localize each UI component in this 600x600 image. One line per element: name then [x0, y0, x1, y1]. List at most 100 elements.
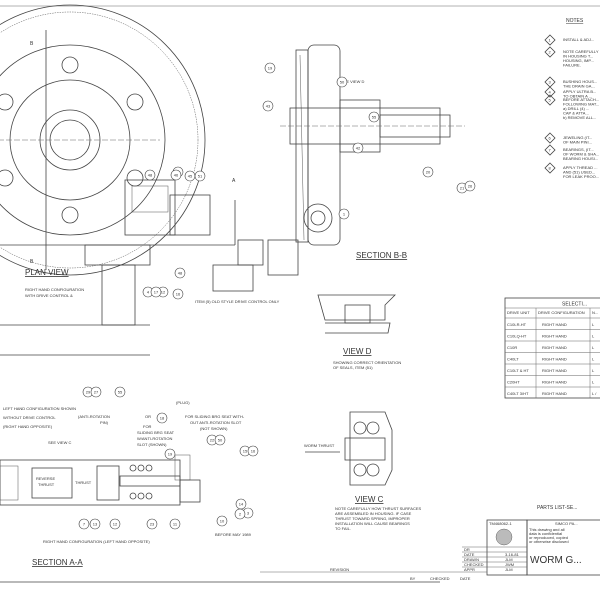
table-header: N...: [592, 310, 598, 315]
sliding-with-label: W/ANTI-ROTATION: [137, 436, 173, 441]
shaft-c: [344, 437, 386, 461]
hatch: [299, 54, 305, 241]
balloon-number: 55: [118, 389, 123, 394]
balloon-number: 17: [154, 289, 159, 294]
balloon-number: 16: [176, 291, 181, 296]
balloon-number: 23: [150, 521, 155, 526]
view-c-title: VIEW C: [355, 495, 384, 504]
table-cell: L: [592, 334, 595, 339]
table-cell: RIGHT HAND: [542, 368, 567, 373]
item-balloon: 51: [194, 170, 206, 182]
view-d-note: SHOWING CORRECT ORIENTATION: [333, 360, 401, 365]
note-text: OF WORM & SHA...: [563, 152, 599, 157]
seal-housing: [317, 294, 396, 321]
see-view-c-label: SEE VIEW C: [48, 440, 71, 445]
wheel-holes: [0, 56, 144, 224]
note-text: AND (51) USED...: [563, 170, 595, 175]
or-label: OR: [145, 414, 151, 419]
item-balloon: 22: [206, 434, 218, 446]
wheel-rim: [0, 44, 166, 236]
item-balloon: 12: [109, 518, 121, 530]
title-block: PARTS LIST-SE... TM468062-1 SIMCO PA... …: [260, 505, 600, 581]
logo-box: [486, 519, 528, 576]
bearing-pack: [96, 465, 120, 501]
drive-control-label: [131, 185, 169, 213]
sliding-with-label: SLIDING BRG SEAT: [137, 430, 175, 435]
table-cell: C20HT: [507, 380, 520, 385]
table-cell: RIGHT HAND: [542, 345, 567, 350]
item-balloon: 20: [422, 166, 434, 178]
sliding-with-label: FOR: [143, 424, 152, 429]
reverse-thrust-label: THRUST: [38, 482, 55, 487]
item-balloon: 2: [234, 508, 246, 520]
view-d: VIEW D SHOWING CORRECT ORIENTATION OF SE…: [317, 294, 401, 370]
table-cell: C10R: [507, 345, 517, 350]
balloon-number: 42: [356, 145, 361, 150]
spring-coils: [129, 464, 153, 500]
old-drive-control-head: [237, 239, 264, 266]
item-balloon: 26: [464, 180, 476, 192]
note-diamond-icon: [544, 144, 556, 156]
tb-label: DRAWN: [464, 557, 479, 562]
item-balloon: 27: [90, 386, 102, 398]
table-cell: RIGHT HAND: [542, 357, 567, 362]
item-balloon: 42: [352, 142, 364, 154]
title-block-row: DR: [462, 546, 527, 552]
item-balloon: 18: [156, 412, 168, 424]
sliding-with-label: SLOT (SHOWN): [137, 442, 167, 447]
plan-view: B B A PLAN VIEW RIGHT HAND CONFIGURATION…: [0, 4, 299, 356]
balloon-number: 48: [148, 172, 153, 177]
rev-header: DATE: [460, 576, 471, 581]
note-text: APPLY ULTRA B...: [563, 89, 596, 94]
table-cell: L: [592, 322, 595, 327]
balloon-number: 4: [147, 289, 150, 294]
sliding-without-label: OUT ANTI-ROTATION SLOT: [190, 420, 242, 425]
balloon-number: 2: [239, 511, 242, 516]
table-cell: RIGHT HAND: [542, 334, 567, 339]
note-diamond-icon: [544, 94, 556, 106]
balloon-number: 55: [372, 114, 377, 119]
item-balloon: 48: [174, 267, 186, 279]
balloon-number: 48: [178, 270, 183, 275]
balloon-number: 21: [460, 185, 465, 190]
table-cell: C10LT & HT: [507, 368, 529, 373]
balloon-number: 12: [161, 289, 166, 294]
note-text: INSTALL & ADJ...: [563, 37, 594, 42]
balloon-number: 46: [174, 172, 179, 177]
table-cell: L /: [592, 391, 597, 396]
balloon-number: 20: [426, 169, 431, 174]
item-balloon: 7: [78, 518, 90, 530]
tb-label: APPR: [464, 567, 475, 572]
table-header: DRIVE CONFIGURATION: [538, 310, 585, 315]
note-diamond-icon: [544, 86, 556, 98]
sliding-without-label: FOR SLIDING BRG SEAT WITH-: [185, 414, 245, 419]
hatched-end: [0, 465, 19, 501]
thrust-label: THRUST: [75, 480, 92, 485]
item-balloon: 15: [239, 445, 251, 457]
balloon-number: 13: [93, 521, 98, 526]
view-c-note: THRUST TOWARD SPRING, IMPROPER: [335, 516, 410, 521]
view-c-note: TO FAIL.: [335, 526, 351, 531]
view-c-note: ARE ASSEMBLED IN HOUSING. IF CASE: [335, 511, 412, 516]
lh-sub-label: (RIGHT HAND OPPOSITE): [3, 424, 53, 429]
section-aa: LEFT HAND CONFIGURATION SHOWN WITHOUT DR…: [0, 400, 252, 567]
worm-thrust-label: WORM THRUST: [304, 443, 335, 448]
cut-label-a: A: [232, 178, 236, 184]
balloon-number: 15: [243, 448, 248, 453]
note-text: OF MAIN PINI...: [563, 140, 592, 145]
balloon-number: 1: [343, 211, 346, 216]
parts-list-title: PARTS LIST-SE...: [537, 505, 577, 511]
note-number: 7: [549, 148, 552, 153]
table-cell: L: [592, 345, 595, 350]
item-balloon: 17: [150, 286, 162, 298]
drawing-title: WORM G...: [530, 555, 582, 566]
